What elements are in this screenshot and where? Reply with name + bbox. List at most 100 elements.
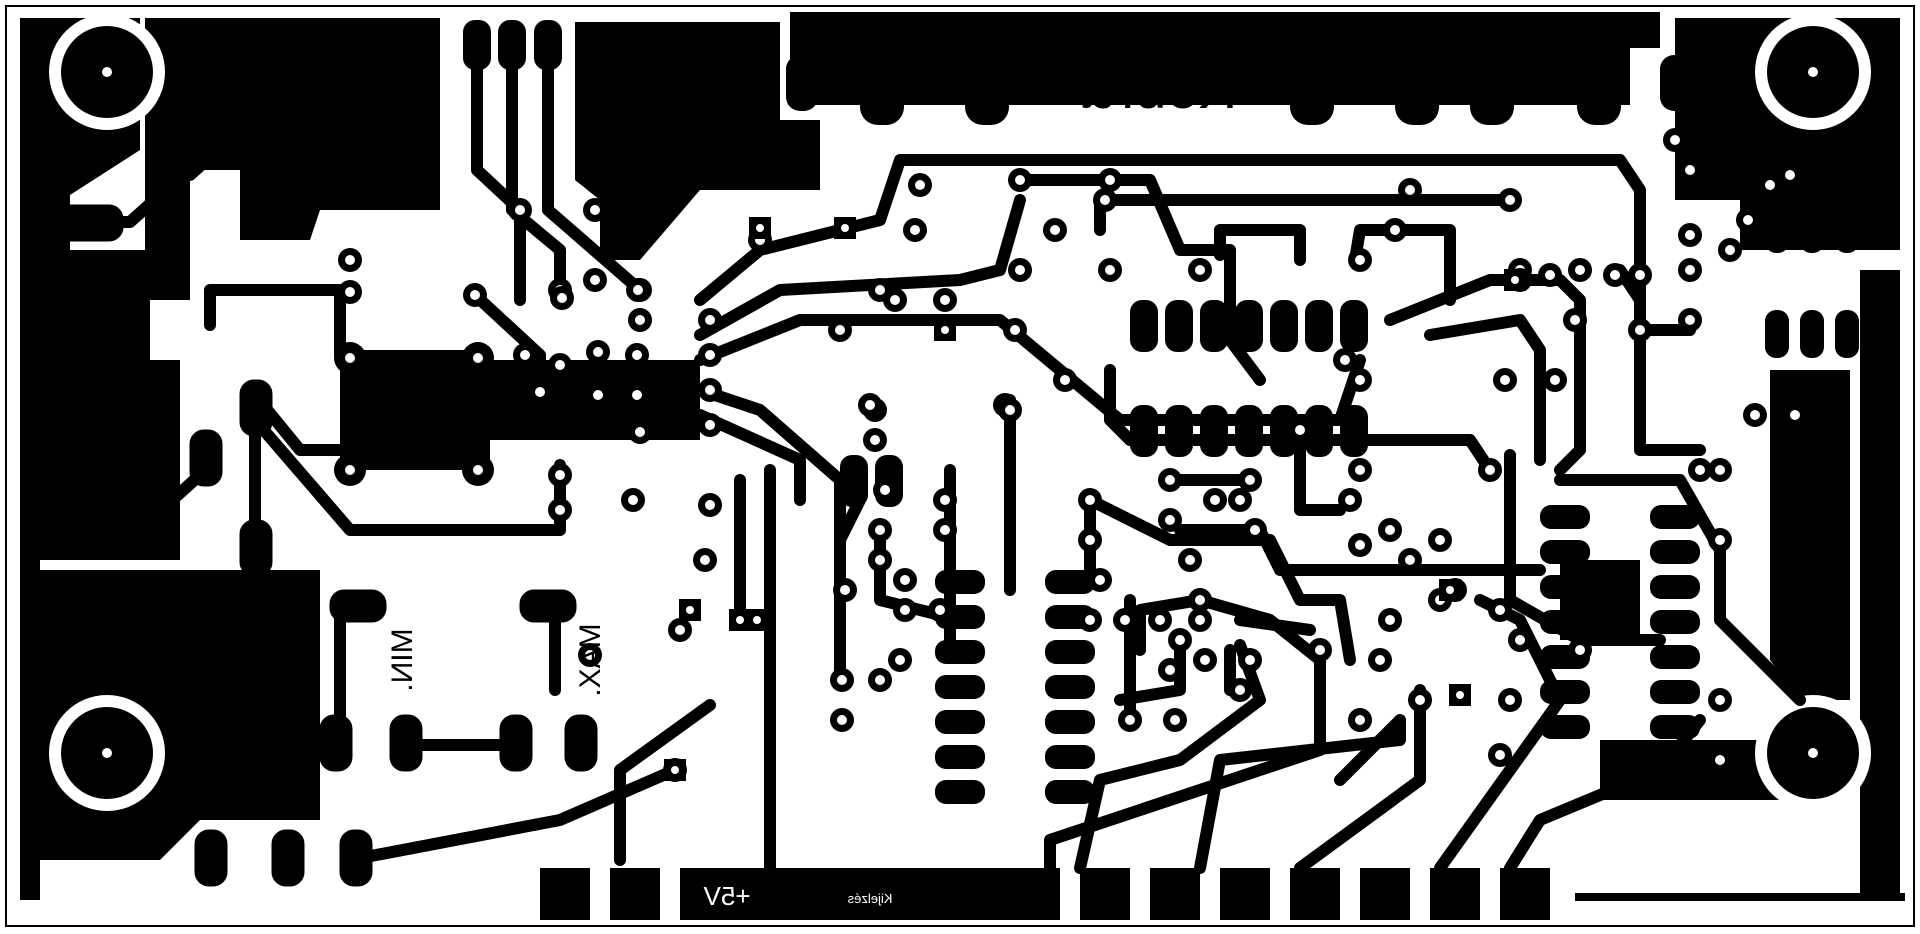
via	[1333, 348, 1357, 372]
via	[1078, 608, 1102, 632]
via	[1743, 403, 1767, 427]
via	[1348, 458, 1372, 482]
via	[1188, 588, 1212, 612]
square-pad	[746, 609, 768, 631]
via	[1708, 688, 1732, 712]
via	[1378, 608, 1402, 632]
via	[1158, 508, 1182, 532]
via	[1148, 608, 1172, 632]
via	[1678, 258, 1702, 282]
via	[1708, 748, 1732, 772]
label-output: Kijelzés	[847, 891, 892, 906]
via	[1078, 488, 1102, 512]
via	[1628, 318, 1652, 342]
via	[1378, 518, 1402, 542]
via	[548, 463, 572, 487]
via	[1043, 218, 1067, 242]
via	[1383, 218, 1407, 242]
via	[1543, 368, 1567, 392]
board-title: Kobra	[1082, 56, 1238, 121]
square-pad	[934, 319, 956, 341]
via	[1008, 258, 1032, 282]
pads	[54, 20, 1859, 887]
via	[1308, 638, 1332, 662]
mount-hole-bottom-left	[49, 695, 165, 811]
pad-pair-top-left	[54, 51, 598, 887]
via	[1288, 418, 1312, 442]
via	[1348, 248, 1372, 272]
via	[1498, 688, 1522, 712]
via	[863, 428, 887, 452]
via	[1368, 648, 1392, 672]
mount-hole-top-right	[1755, 14, 1871, 130]
via	[893, 568, 917, 592]
via	[1008, 168, 1032, 192]
via	[1238, 648, 1262, 672]
via-holes	[338, 128, 1807, 782]
via	[550, 286, 574, 310]
via	[868, 518, 892, 542]
via	[1498, 188, 1522, 212]
via	[1188, 258, 1212, 282]
via	[621, 488, 645, 512]
via	[933, 288, 957, 312]
via	[693, 548, 717, 572]
via	[586, 383, 610, 407]
via	[858, 393, 882, 417]
via	[1203, 488, 1227, 512]
via	[883, 288, 907, 312]
via	[586, 340, 610, 364]
via	[1113, 608, 1137, 632]
via	[513, 343, 537, 367]
via	[1628, 263, 1652, 287]
square-pad	[664, 759, 686, 781]
mount-hole-bottom-right	[1755, 695, 1871, 811]
traces	[79, 29, 1806, 874]
via	[1678, 223, 1702, 247]
via	[833, 578, 857, 602]
via	[1663, 128, 1687, 152]
via	[1568, 258, 1592, 282]
via	[903, 218, 927, 242]
via	[463, 283, 487, 307]
via	[1338, 488, 1362, 512]
via	[1688, 458, 1712, 482]
via	[1348, 368, 1372, 392]
via	[508, 198, 532, 222]
via	[1193, 648, 1217, 672]
via	[338, 280, 362, 304]
via	[893, 598, 917, 622]
via	[1563, 308, 1587, 332]
ic-footprint-right	[1540, 505, 1700, 739]
via	[1678, 158, 1702, 182]
via	[868, 548, 892, 572]
via	[1118, 708, 1142, 732]
via	[1228, 678, 1252, 702]
via	[528, 380, 552, 404]
via	[1508, 628, 1532, 652]
via	[1188, 608, 1212, 632]
via	[668, 618, 692, 642]
via	[1428, 528, 1452, 552]
via	[873, 478, 897, 502]
square-pad	[1449, 684, 1471, 706]
via	[1488, 598, 1512, 622]
square-pad	[1439, 579, 1461, 601]
connector-top-pads	[463, 20, 1692, 125]
via	[548, 498, 572, 522]
via	[1158, 658, 1182, 682]
via	[1408, 688, 1432, 712]
via	[998, 398, 1022, 422]
label-min: MIN.	[386, 628, 419, 691]
via	[1053, 368, 1077, 392]
label-plus5v-large: +5V	[703, 881, 751, 911]
label-plus5v-small: +5V	[1165, 865, 1191, 881]
via	[548, 353, 572, 377]
via	[1568, 638, 1592, 662]
square-pad	[729, 609, 751, 631]
via	[928, 598, 952, 622]
via	[578, 643, 602, 667]
mount-hole-top-left	[49, 14, 165, 130]
